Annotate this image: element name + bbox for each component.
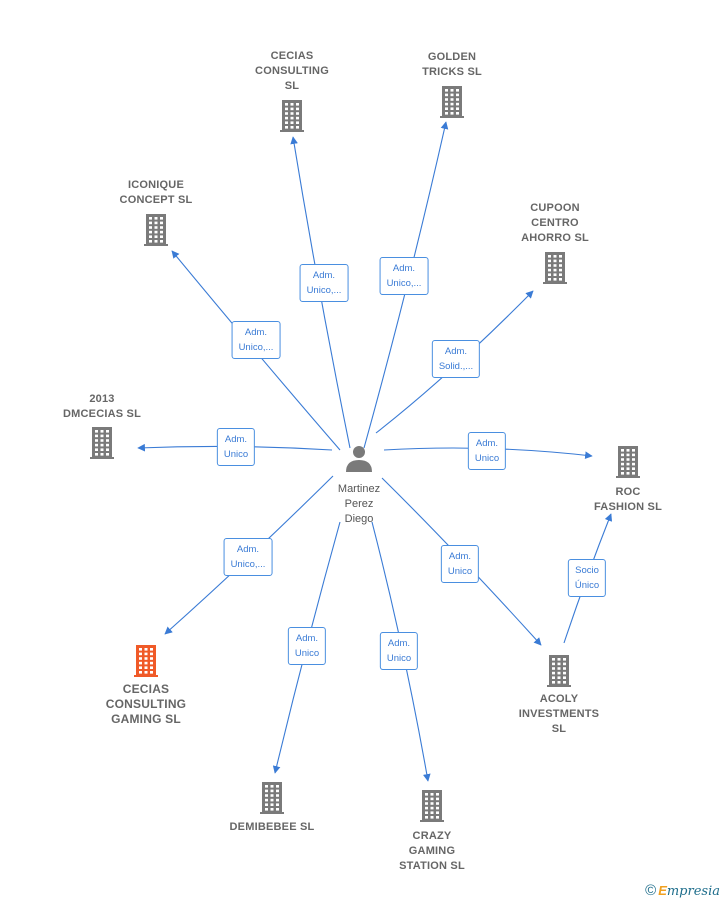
person-label[interactable]: Martinez Perez Diego	[337, 483, 381, 525]
building-icon-cecias-consulting-gaming[interactable]	[134, 645, 158, 677]
edge-label-cecias-consulting-gaming[interactable]: Adm. Unico,...	[223, 538, 273, 576]
building-icon-demibebee[interactable]	[260, 782, 284, 814]
company-label-iconique-concept[interactable]: ICONIQUE CONCEPT SL	[119, 179, 193, 206]
building-icon-crazy-gaming-station[interactable]	[420, 790, 444, 822]
edge-label-cupoon-centro-ahorro[interactable]: Adm. Solid.,...	[431, 340, 481, 378]
edge-label-iconique-concept[interactable]: Adm. Unico,...	[231, 321, 281, 359]
edge-label-cecias-consulting[interactable]: Adm. Unico,...	[299, 264, 349, 302]
edge-label-golden-tricks[interactable]: Adm. Unico,...	[379, 257, 429, 295]
edge-label-acoly-investments[interactable]: Adm. Unico	[440, 545, 480, 583]
company-label-2013-dmcecias[interactable]: 2013 DMCECIAS SL	[63, 393, 141, 420]
company-label-demibebee[interactable]: DEMIBEBEE SL	[229, 821, 315, 833]
copyright-icon: ©	[645, 882, 657, 899]
edge-label-demibebee[interactable]: Adm. Unico	[287, 627, 327, 665]
company-label-crazy-gaming-station[interactable]: CRAZY GAMING STATION SL	[399, 830, 465, 872]
brand-logo-e: E	[658, 883, 667, 898]
edge-label-2013-dmcecias[interactable]: Adm. Unico	[216, 428, 256, 466]
empresia-watermark: ©Empresia	[645, 882, 720, 899]
person-icon[interactable]	[346, 446, 372, 472]
building-icon-cupoon-centro-ahorro[interactable]	[543, 252, 567, 284]
building-icon-golden-tricks[interactable]	[440, 86, 464, 118]
building-icon-acoly-investments[interactable]	[547, 655, 571, 687]
company-label-roc-fashion[interactable]: ROC FASHION SL	[593, 486, 663, 513]
edge-label-roc-fashion[interactable]: Adm. Unico	[467, 432, 507, 470]
company-label-golden-tricks[interactable]: GOLDEN TRICKS SL	[422, 51, 482, 78]
building-icon-cecias-consulting[interactable]	[280, 100, 304, 132]
company-label-cecias-consulting[interactable]: CECIAS CONSULTING SL	[255, 50, 329, 92]
building-icon-roc-fashion[interactable]	[616, 446, 640, 478]
building-icon-iconique-concept[interactable]	[144, 214, 168, 246]
company-label-acoly-investments[interactable]: ACOLY INVESTMENTS SL	[518, 693, 600, 735]
brand-logo-text: mpresia	[666, 884, 720, 899]
company-label-cupoon-centro-ahorro[interactable]: CUPOON CENTRO AHORRO SL	[521, 202, 589, 244]
edge-label-crazy-gaming-station[interactable]: Adm. Unico	[379, 632, 419, 670]
company-label-cecias-consulting-gaming[interactable]: CECIAS CONSULTING GAMING SL	[105, 682, 187, 726]
building-icon-2013-dmcecias[interactable]	[90, 427, 114, 459]
edge-label-roc-fashion[interactable]: Socio Único	[567, 559, 607, 597]
